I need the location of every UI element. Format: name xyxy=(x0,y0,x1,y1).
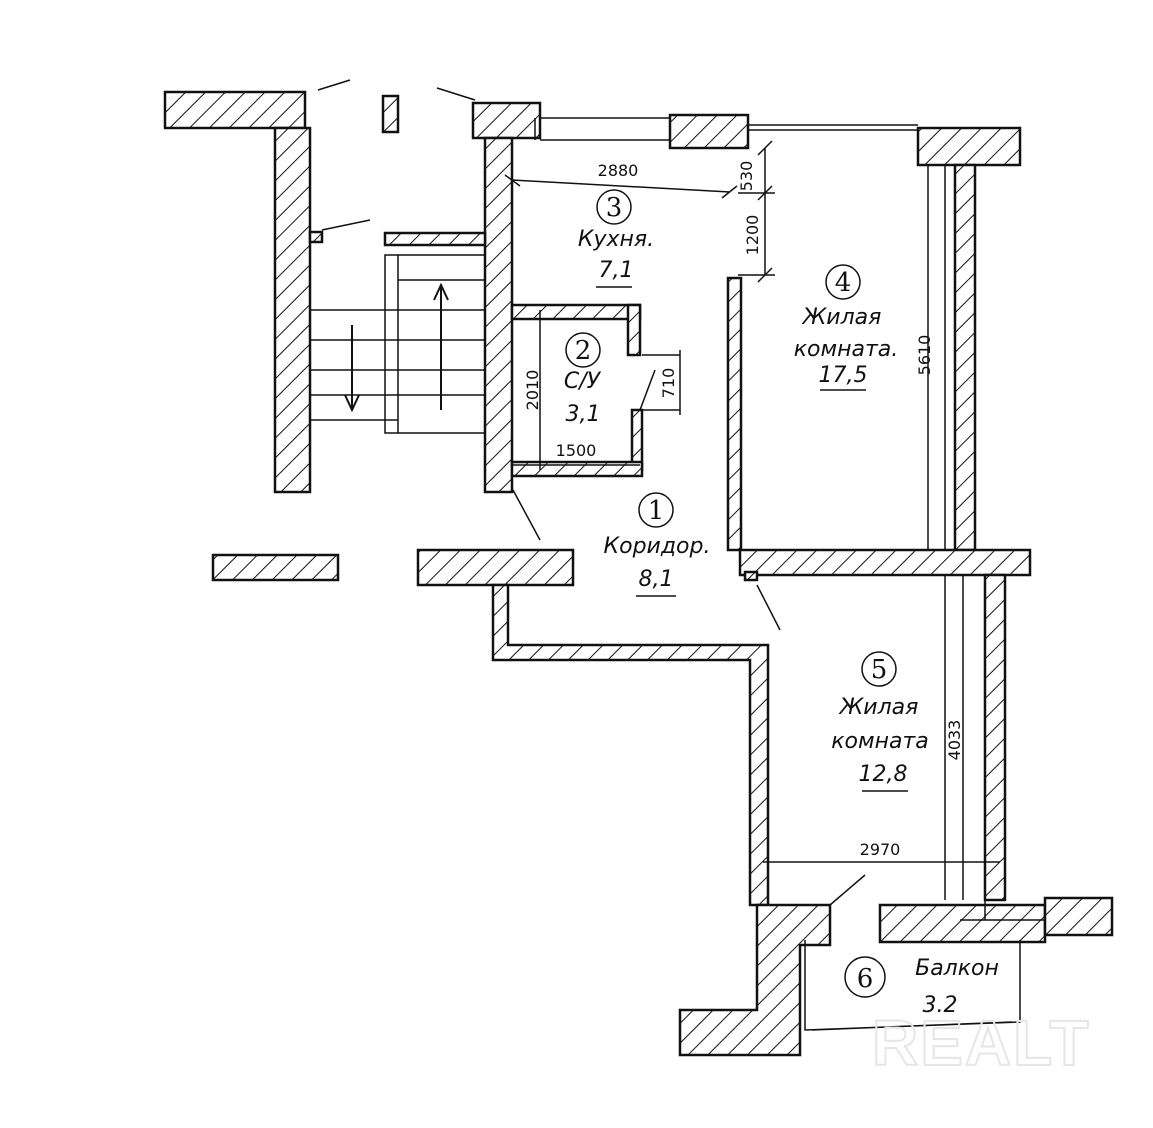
room-3-number: 3 xyxy=(606,193,623,223)
staircase xyxy=(310,254,486,434)
room-6-name: Балкон xyxy=(915,956,999,981)
room-2-number: 2 xyxy=(575,336,592,366)
room-2-area: 3,1 xyxy=(566,402,601,427)
dim-room4-length: 5610 xyxy=(915,335,934,376)
room-4-name: Жилая xyxy=(801,305,882,330)
dim-bath-height: 2010 xyxy=(523,370,542,411)
room-4-number: 4 xyxy=(835,268,852,298)
room-1-area: 8,1 xyxy=(639,567,674,592)
dim-kitchen-wall: 1200 xyxy=(743,215,762,256)
room-1-number: 1 xyxy=(648,496,665,526)
room-5-name-2: комната xyxy=(831,729,929,754)
arrow-up-icon xyxy=(433,282,449,410)
room-6-number: 6 xyxy=(857,964,874,994)
room-5-area: 12,8 xyxy=(859,762,908,787)
room-4-area: 17,5 xyxy=(819,363,868,388)
dim-bath-door: 710 xyxy=(659,368,678,399)
room-3-name: Кухня. xyxy=(578,227,654,252)
dim-room5-width: 2970 xyxy=(860,840,901,859)
windows-and-lines xyxy=(317,79,1045,1031)
dim-window-offset: 530 xyxy=(737,161,756,192)
walls xyxy=(163,90,1114,1057)
dimension-lines xyxy=(504,140,1000,863)
room-5-name: Жилая xyxy=(838,695,919,720)
dim-room5-length: 4033 xyxy=(945,720,964,761)
dimension-labels: 2880 530 1200 5610 2010 1500 710 4033 29… xyxy=(523,161,964,859)
arrow-down-icon xyxy=(344,325,360,413)
dim-kitchen-width: 2880 xyxy=(598,161,639,180)
room-6-area: 3.2 xyxy=(923,993,958,1018)
watermark-logo: REALT xyxy=(872,1007,1091,1079)
room-3-area: 7,1 xyxy=(599,258,634,283)
room-5-number: 5 xyxy=(871,655,888,685)
room-1-name: Коридор. xyxy=(604,534,711,559)
room-2-name: С/У xyxy=(564,369,602,394)
dim-bath-width: 1500 xyxy=(556,441,597,460)
room-labels: 1 Коридор. 8,1 2 С/У 3,1 3 Кухня. 7,1 4 … xyxy=(564,189,999,1018)
room-4-name-2: комната. xyxy=(794,337,899,362)
